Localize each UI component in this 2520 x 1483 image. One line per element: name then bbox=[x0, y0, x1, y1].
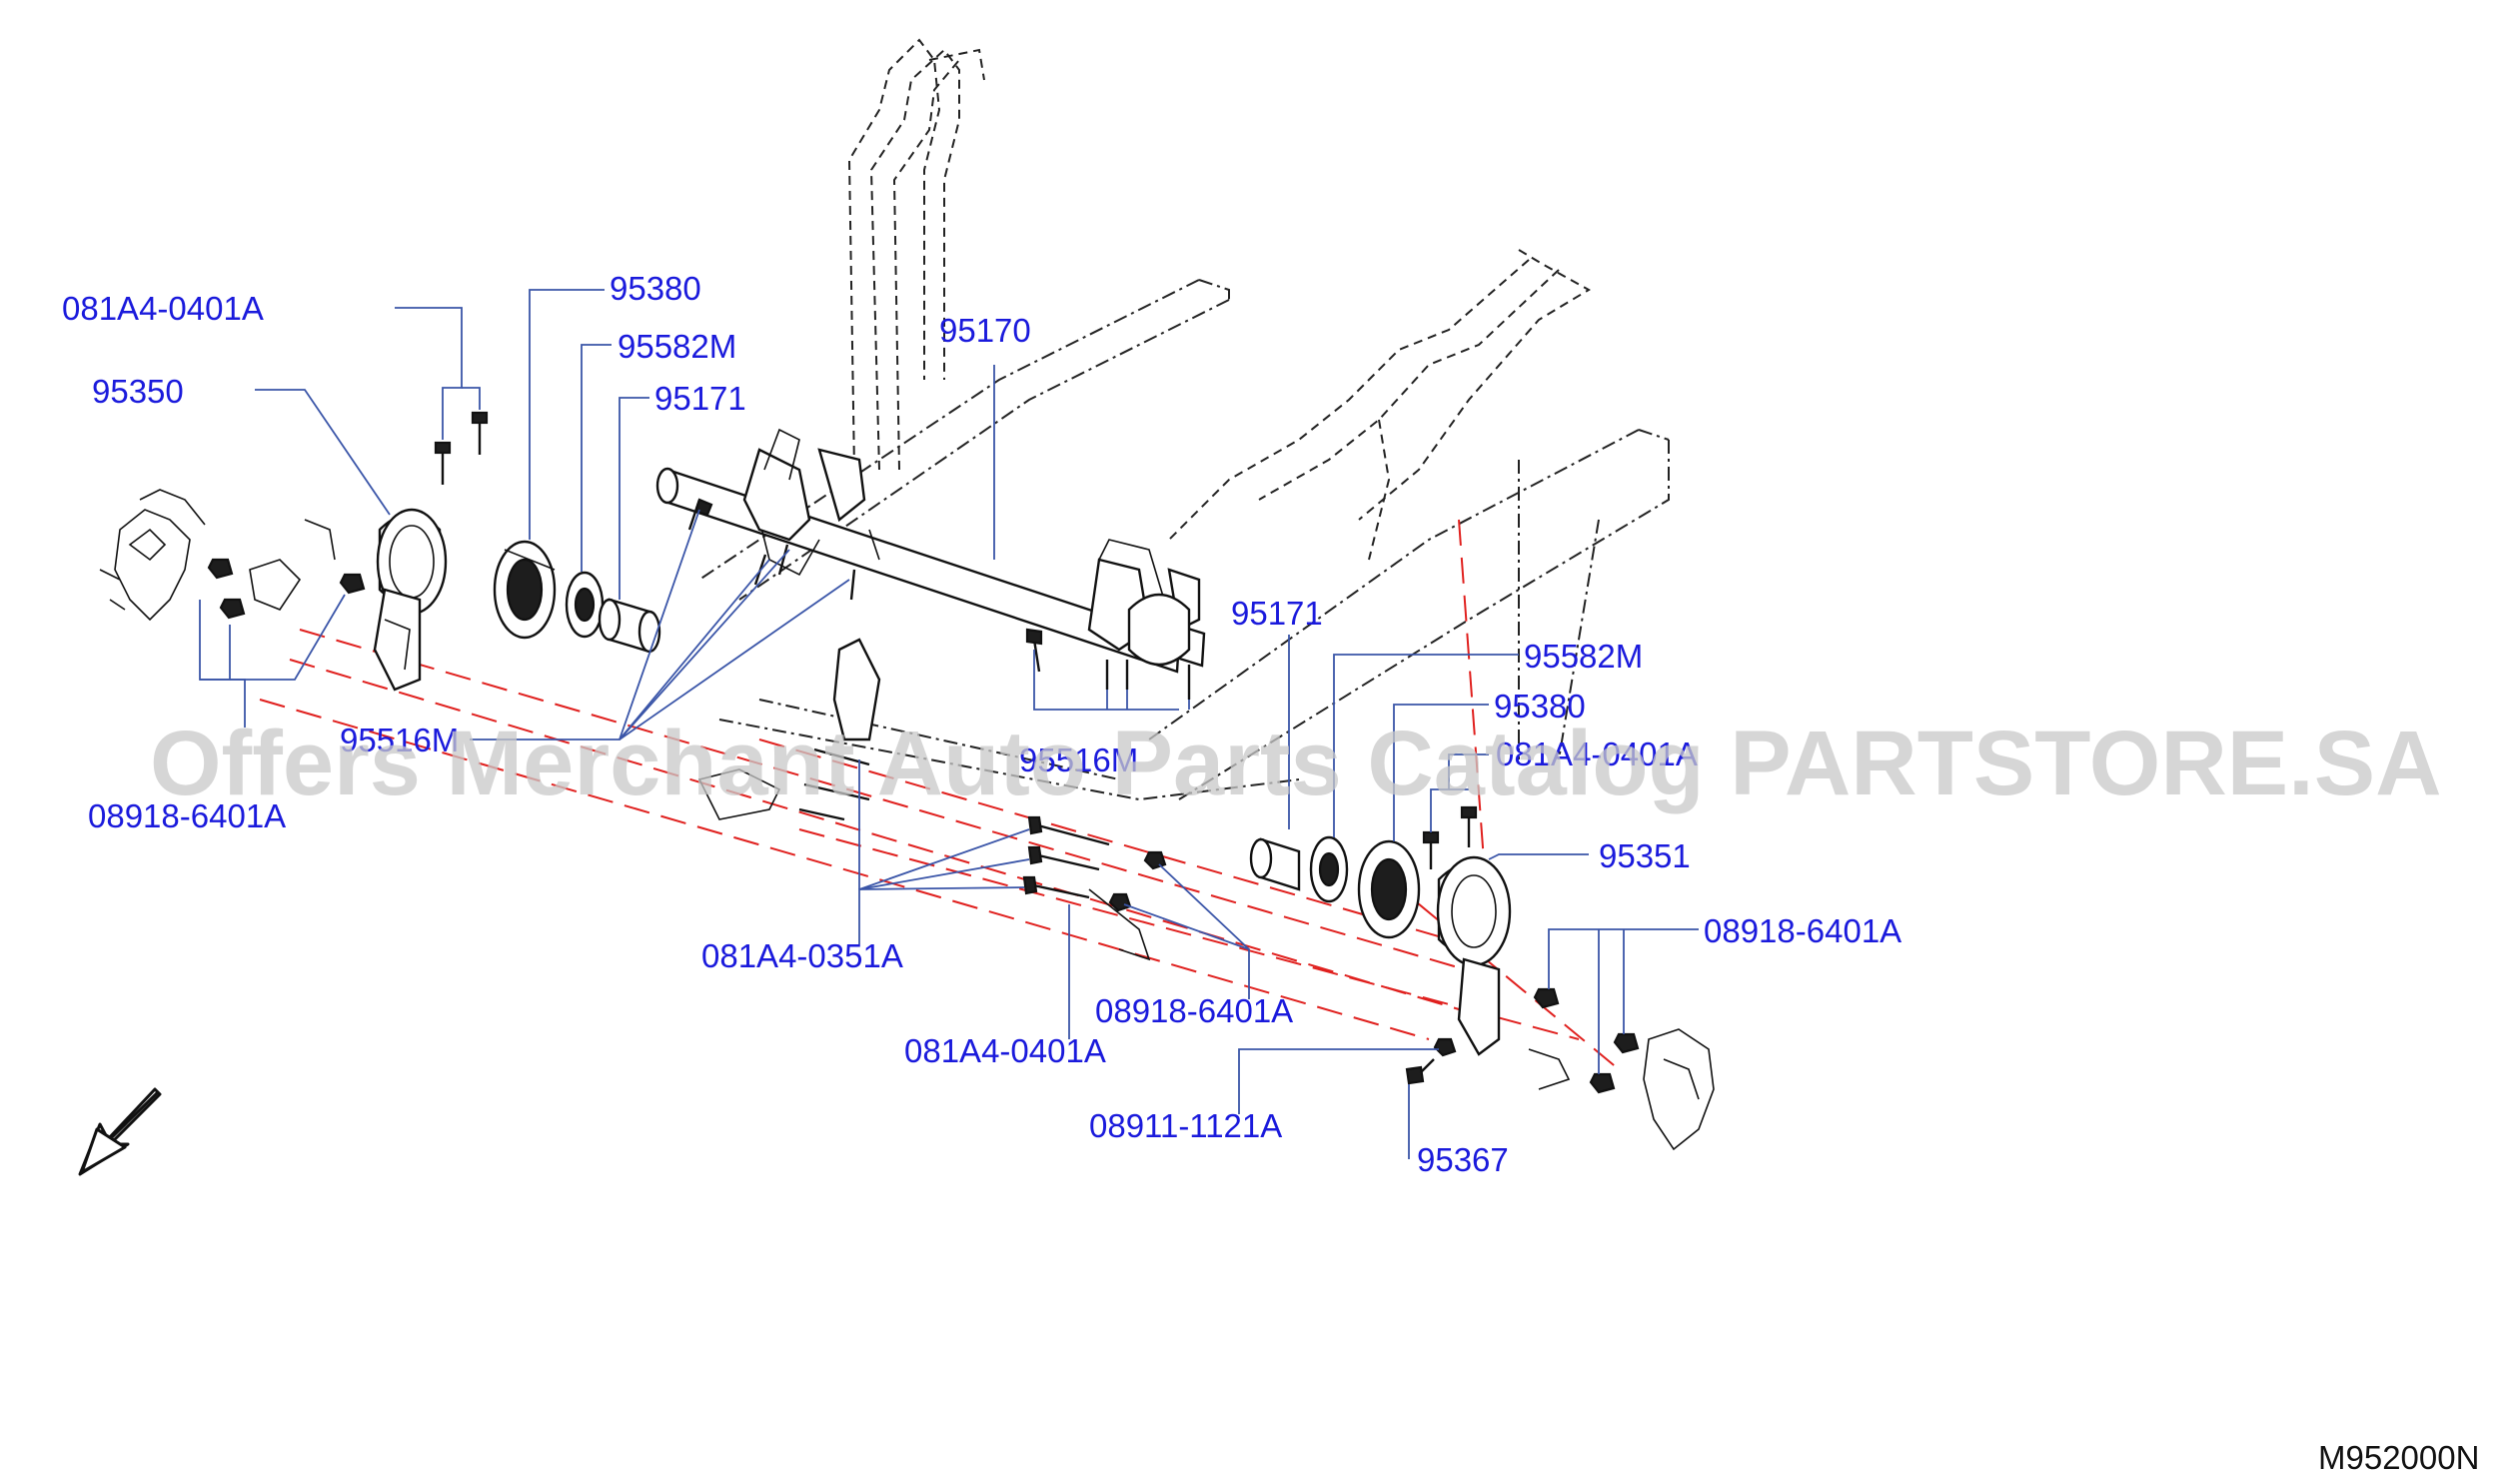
callout-95380-left[interactable]: 95380 bbox=[610, 270, 701, 307]
callout-95516m-left[interactable]: 95516M bbox=[340, 722, 459, 758]
assembly-center-lines bbox=[259, 519, 1620, 1070]
callout-081a4-0401a-center[interactable]: 081A4-0401A bbox=[904, 1032, 1106, 1069]
callout-95170[interactable]: 95170 bbox=[939, 312, 1031, 349]
right-mount-assembly bbox=[1022, 593, 1715, 1151]
watermark-text: Offers Merchant Auto Parts Catalog PARTS… bbox=[150, 713, 2442, 814]
callout-95380-right[interactable]: 95380 bbox=[1494, 688, 1586, 725]
callout-08918-6401a-center[interactable]: 08918-6401A bbox=[1095, 992, 1293, 1029]
frame-rail-ghost-lines bbox=[698, 38, 1670, 801]
callout-95350[interactable]: 95350 bbox=[92, 373, 184, 410]
callout-95171-left[interactable]: 95171 bbox=[654, 380, 746, 417]
callout-081a4-0351a[interactable]: 081A4-0351A bbox=[701, 937, 903, 974]
callout-95516m-right[interactable]: 95516M bbox=[1019, 742, 1138, 778]
callout-08918-6401a-right[interactable]: 08918-6401A bbox=[1704, 912, 1901, 949]
leader-lines bbox=[199, 289, 1699, 1159]
callout-081a4-0401a-right[interactable]: 081A4-0401A bbox=[1496, 736, 1698, 772]
cross-tube-95170 bbox=[655, 428, 1206, 674]
left-mount-assembly bbox=[99, 411, 881, 821]
callout-08918-6401a-left[interactable]: 08918-6401A bbox=[88, 797, 286, 834]
callout-95582m-right[interactable]: 95582M bbox=[1524, 638, 1643, 675]
callout-95171-right[interactable]: 95171 bbox=[1231, 595, 1323, 632]
callout-08911-1121a[interactable]: 08911-1121A bbox=[1089, 1107, 1282, 1144]
callout-95367[interactable]: 95367 bbox=[1417, 1141, 1509, 1178]
arrow-front-icon bbox=[78, 1087, 162, 1176]
diagram-code: M952000N bbox=[2318, 1439, 2479, 1476]
callout-labels: 081A4-0401A 95380 95582M 95350 95171 951… bbox=[62, 270, 1901, 1178]
callout-95351[interactable]: 95351 bbox=[1599, 837, 1691, 874]
callout-95582m-left[interactable]: 95582M bbox=[618, 328, 736, 365]
callout-081a4-0401a-left[interactable]: 081A4-0401A bbox=[62, 290, 264, 327]
